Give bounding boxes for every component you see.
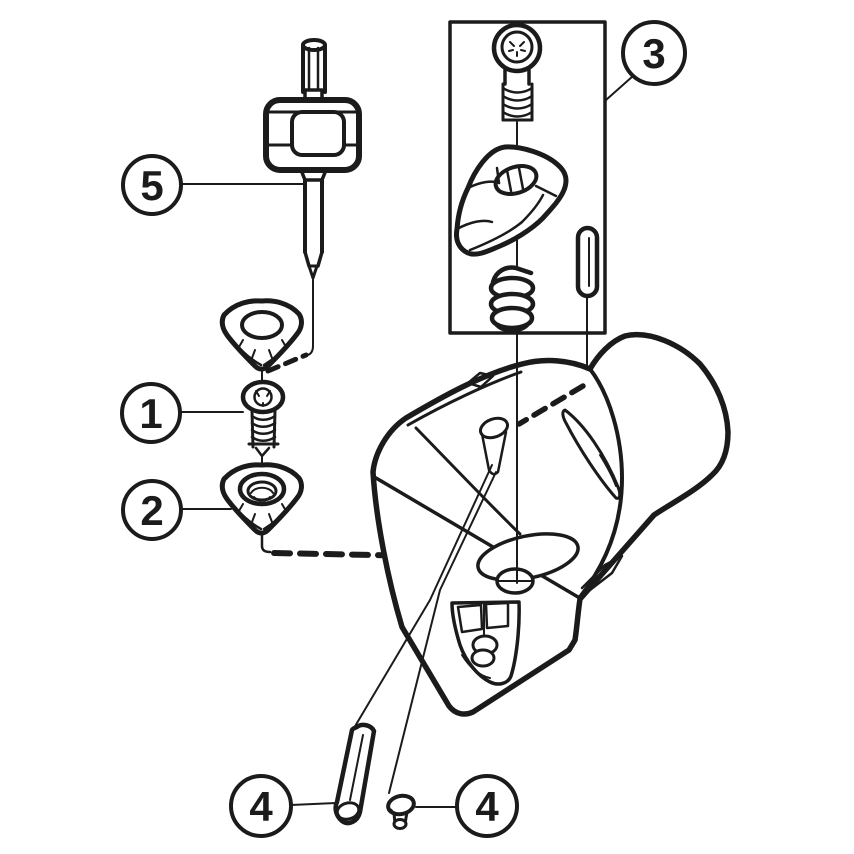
callout-5: 5 bbox=[121, 154, 183, 216]
callout-5-label: 5 bbox=[140, 162, 163, 209]
cutting-insert bbox=[219, 462, 304, 554]
pin-leader-line bbox=[353, 464, 493, 729]
callout-4-left-label: 4 bbox=[249, 783, 273, 830]
seat-screw bbox=[386, 793, 416, 830]
key-assembly-line bbox=[307, 277, 314, 356]
clamp-screw bbox=[491, 22, 543, 122]
spring bbox=[488, 265, 536, 333]
pin-dashed-path bbox=[516, 383, 586, 427]
callout-4-right: 4 bbox=[455, 774, 519, 838]
clamp bbox=[454, 144, 569, 257]
callout-3: 3 bbox=[621, 20, 687, 86]
callout-2: 2 bbox=[121, 479, 183, 541]
key-dashed-connector bbox=[265, 352, 309, 374]
spring-pin bbox=[333, 722, 377, 826]
kit-box bbox=[448, 20, 607, 335]
callout-4-right-label: 4 bbox=[475, 783, 499, 830]
wiper-insert bbox=[219, 298, 304, 384]
cutter-body bbox=[370, 332, 731, 717]
callout-1-label: 1 bbox=[139, 390, 162, 437]
callout-leader-lines bbox=[179, 75, 634, 808]
clamp-pin bbox=[575, 225, 600, 299]
callout-1: 1 bbox=[120, 382, 182, 444]
insert-screw bbox=[240, 379, 286, 466]
seat-screw-leader-line bbox=[388, 471, 497, 794]
callout-4-left: 4 bbox=[229, 774, 293, 838]
callout-3-label: 3 bbox=[642, 30, 665, 77]
callout-2-label: 2 bbox=[140, 487, 163, 534]
torque-key bbox=[263, 38, 362, 280]
